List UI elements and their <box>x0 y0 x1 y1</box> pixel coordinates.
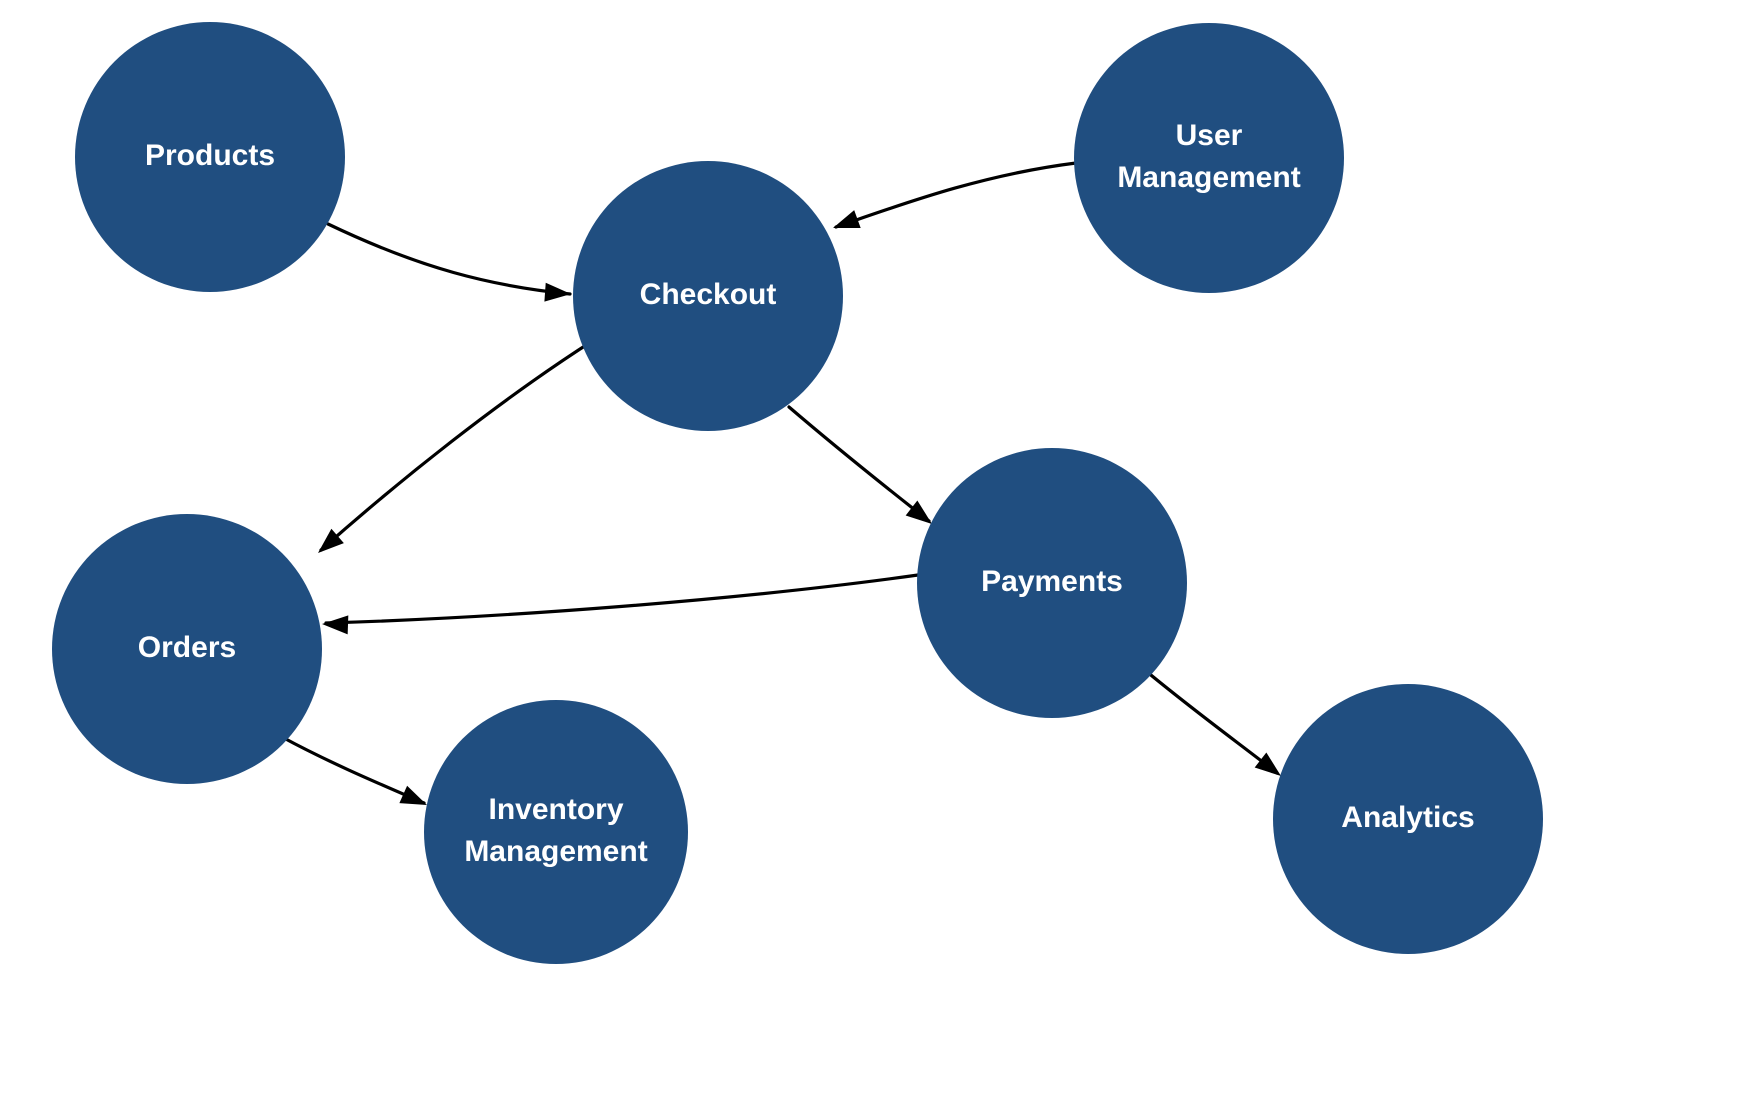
edge-checkout-to-payments <box>787 405 932 524</box>
edge-line <box>834 161 1078 229</box>
edge-checkout-to-orders <box>318 338 596 553</box>
arrowhead-icon <box>322 615 349 635</box>
node-circle[interactable] <box>917 448 1187 718</box>
node-payments[interactable]: Payments <box>917 448 1187 718</box>
node-products[interactable]: Products <box>75 22 345 292</box>
node-circle[interactable] <box>573 161 843 431</box>
node-analytics[interactable]: Analytics <box>1273 684 1543 954</box>
edge-line <box>787 405 931 523</box>
node-circle[interactable] <box>1074 23 1344 293</box>
edge-line <box>1138 664 1279 775</box>
edges-layer <box>280 161 1281 805</box>
arrowhead-icon <box>833 210 861 229</box>
node-orders[interactable]: Orders <box>52 514 322 784</box>
arrowhead-icon <box>399 785 427 805</box>
edge-line <box>319 338 596 552</box>
arrowhead-icon <box>544 282 571 302</box>
arrowhead-icon <box>318 528 344 553</box>
arrowhead-icon <box>1254 752 1281 776</box>
node-circle[interactable] <box>1273 684 1543 954</box>
edge-line <box>280 735 426 805</box>
node-checkout[interactable]: Checkout <box>573 161 843 431</box>
edge-products-to-checkout <box>326 222 572 302</box>
arrowhead-icon <box>905 500 932 524</box>
node-circle[interactable] <box>75 22 345 292</box>
edge-orders-to-inventory <box>280 735 427 805</box>
node-circle[interactable] <box>424 700 688 964</box>
edge-line <box>326 222 572 296</box>
node-circle[interactable] <box>52 514 322 784</box>
edge-payments-to-analytics <box>1138 664 1281 776</box>
edge-user_mgmt-to-checkout <box>833 161 1078 229</box>
edge-line <box>324 573 920 625</box>
edge-payments-to-orders <box>322 573 920 635</box>
